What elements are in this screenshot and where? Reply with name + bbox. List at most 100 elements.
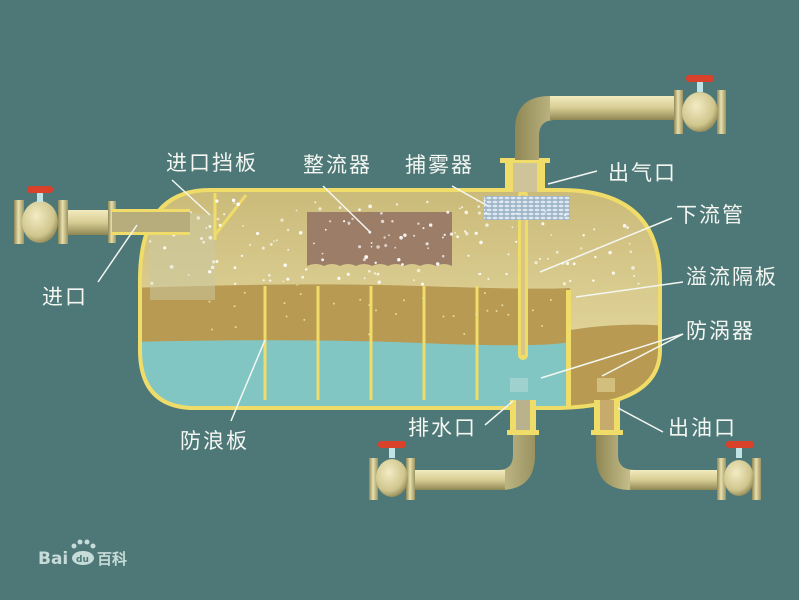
bubble [454,231,456,234]
overflow-weir [566,290,571,408]
leader-lines [97,170,684,433]
bubble [629,250,632,253]
bubble [364,255,369,259]
bubble [413,234,415,237]
bubble [249,243,252,246]
oil-droplet [549,299,552,301]
bubble [346,272,350,276]
bubble [383,236,386,239]
bubble [163,246,167,250]
bubble [282,280,285,283]
oil-droplet [541,325,544,327]
oil-droplet [211,328,214,331]
label-inlet-baffle: 进口挡板 [166,151,258,175]
bubble [242,225,244,227]
inlet-valve-handle[interactable] [27,186,53,193]
bubble [215,260,219,263]
inlet-valve-body [22,201,58,243]
oil-droplet [501,304,504,307]
bubble [594,255,597,259]
inlet-baffle [213,193,248,240]
inlet-nozzle [112,212,190,232]
mist-extractor [484,196,570,220]
bubble [329,220,332,223]
oil-droplet [402,299,405,302]
bubble [233,282,237,286]
bubble [441,254,445,258]
oil-droplet [208,300,211,303]
bubble [256,231,260,236]
oil-droplet [486,309,489,312]
oil-droplet [368,333,371,336]
bubble [425,242,429,246]
oil-droplet [234,326,237,329]
bubble [236,202,240,207]
bubble [464,210,469,215]
vortex-breaker-water [510,378,528,392]
bubble [477,211,481,215]
bubble [460,206,464,209]
bubble [547,258,549,260]
oil-droplet [463,332,466,335]
bubble [216,217,220,221]
bubble [395,203,399,206]
bubble [210,265,215,270]
bubble [287,248,290,251]
bubble [421,282,424,286]
oil-droplet [495,310,498,312]
bubble [467,254,470,257]
bubble [426,200,429,204]
bubble [200,236,204,241]
bubble [417,222,420,225]
water-valve-handle[interactable] [378,441,406,448]
bubble [202,240,205,244]
bubble [301,275,305,279]
bubble [566,261,570,266]
bubble [429,223,433,227]
bubble [295,209,298,212]
oil-droplet [243,291,246,294]
gas-valve-handle[interactable] [686,75,714,82]
oil-valve-body [724,460,754,496]
oil-droplet [303,318,306,321]
oil-droplet [332,302,335,305]
bubble [593,228,596,231]
bubble [370,245,373,248]
label-inlet: 进口 [42,285,88,309]
bubble [388,234,390,236]
bubble [628,242,631,245]
oil-valve-handle[interactable] [726,441,754,448]
wave-breakers [263,286,479,400]
bubble [458,207,461,210]
bubble [208,235,213,240]
bubble [511,226,514,228]
bubble [435,262,440,266]
bubble [150,281,154,285]
bubble [196,216,200,220]
bubble [465,232,469,236]
bubble [280,218,284,222]
bubble [324,228,327,231]
bubble [397,258,401,262]
bubble [337,276,341,280]
bubble [380,212,383,215]
oil-droplet [283,302,286,305]
watermark-mid: du [76,555,89,565]
oil-droplet [359,298,362,301]
bubble [223,213,226,216]
bubble [347,221,351,225]
bubble [631,266,635,270]
bubble [550,234,553,236]
label-wave-breaker: 防浪板 [180,429,249,453]
bubble [633,274,636,277]
oil-droplet [452,315,455,318]
oil-droplet [484,292,486,295]
bubble [534,261,538,265]
bubble [358,208,361,212]
bubble [427,247,430,250]
bubble [563,214,567,217]
label-downcomer: 下流管 [676,203,745,227]
bubble [487,278,490,280]
water-layer [140,340,570,408]
